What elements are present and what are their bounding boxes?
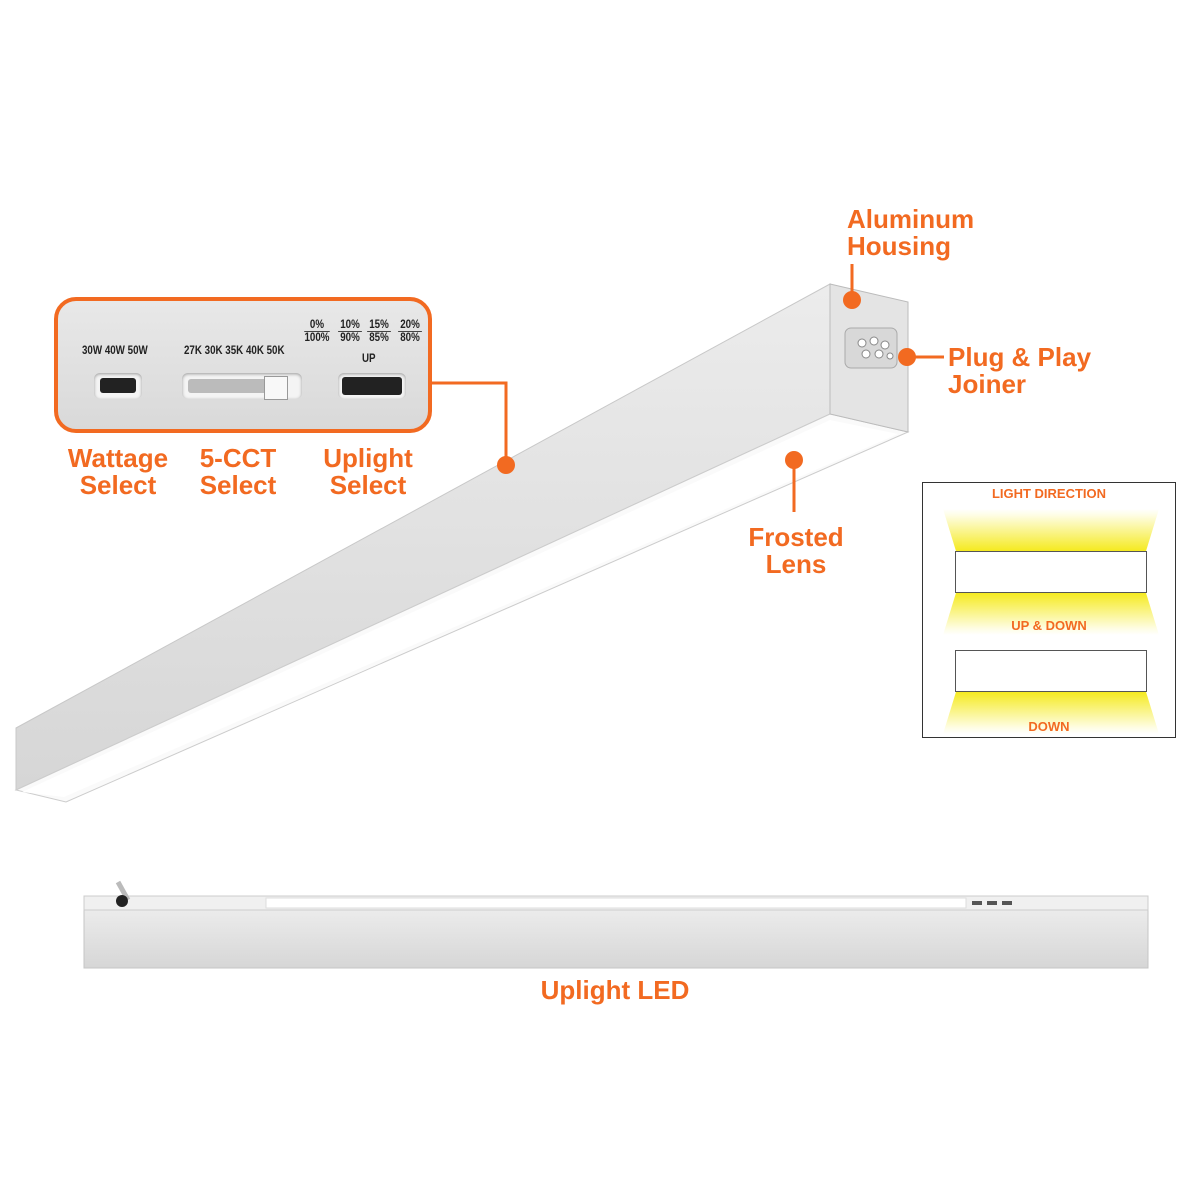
uplight-led-label: Uplight LED: [540, 975, 690, 1005]
linear-fixture: [14, 283, 910, 803]
uplight-option: 0%100%: [304, 319, 330, 344]
wattage-options-label: 30W 40W 50W: [82, 345, 148, 357]
wattage-switch[interactable]: [94, 373, 142, 399]
cct-switch[interactable]: [182, 373, 302, 400]
downlight-glow: [943, 692, 1159, 734]
fixture-up-down: [955, 551, 1147, 593]
switch-panel-inset: 30W 40W 50W 27K 30K 35K 40K 50K 0%100% 1…: [54, 297, 432, 433]
uplight-option: 15%85%: [367, 319, 391, 344]
fixture-down: [955, 650, 1147, 692]
uplight-up-label: UP: [362, 353, 376, 365]
callout-dot: [785, 451, 803, 469]
uplight-fixture: [83, 880, 1149, 969]
cct-options-label: 27K 30K 35K 40K 50K: [184, 345, 285, 357]
uplight-option: 20%80%: [398, 319, 422, 344]
joiner-port: [844, 327, 898, 369]
uplight-option: 10%90%: [338, 319, 362, 344]
uplight-glow: [943, 509, 1159, 551]
legend-title: LIGHT DIRECTION: [991, 486, 1107, 501]
downlight-glow: [943, 593, 1159, 635]
uplight-switch[interactable]: [338, 373, 406, 399]
callout-dot: [898, 348, 916, 366]
up-down-label: UP & DOWN: [1011, 618, 1087, 633]
down-label: DOWN: [1028, 719, 1070, 734]
callout-dot: [843, 291, 861, 309]
callout-dot: [497, 456, 515, 474]
cct-slider-knob[interactable]: [264, 376, 288, 400]
light-direction-legend: LIGHT DIRECTION UP & DOWN DOWN: [922, 482, 1176, 738]
